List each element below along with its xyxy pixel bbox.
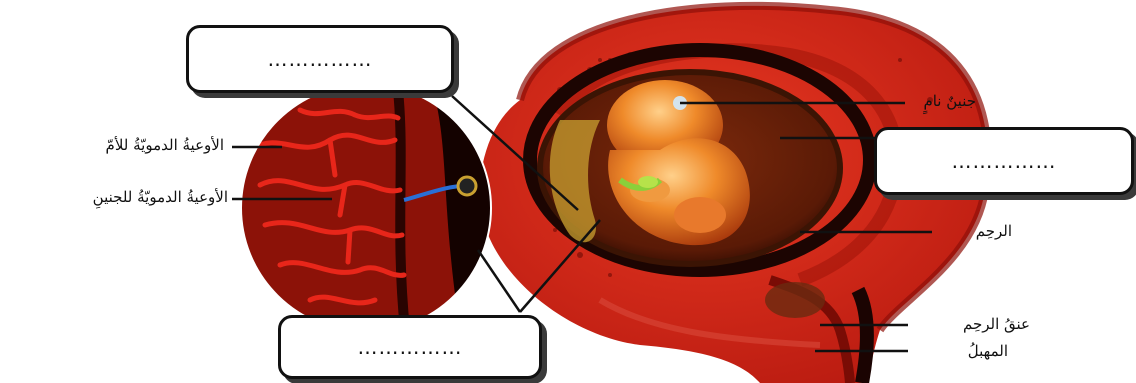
label-uterus: الرحِم xyxy=(976,224,1012,239)
answer-box-right[interactable]: …………… xyxy=(874,127,1134,195)
answer-box-top[interactable]: …………… xyxy=(186,25,454,93)
label-growing-fetus: جنينٌ نامٍ xyxy=(923,94,976,109)
label-cervix: عنقُ الرحِم xyxy=(963,317,1030,332)
label-mother-blood-vessels: الأوعيةُ الدمويّةُ للأمّ xyxy=(106,138,224,153)
magnified-view xyxy=(241,80,520,332)
label-fetal-blood-vessels: الأوعيةُ الدمويّةُ للجنينِ xyxy=(93,190,228,205)
answer-box-bottom[interactable]: …………… xyxy=(278,315,542,379)
label-vagina: المهبلُ xyxy=(968,344,1008,359)
